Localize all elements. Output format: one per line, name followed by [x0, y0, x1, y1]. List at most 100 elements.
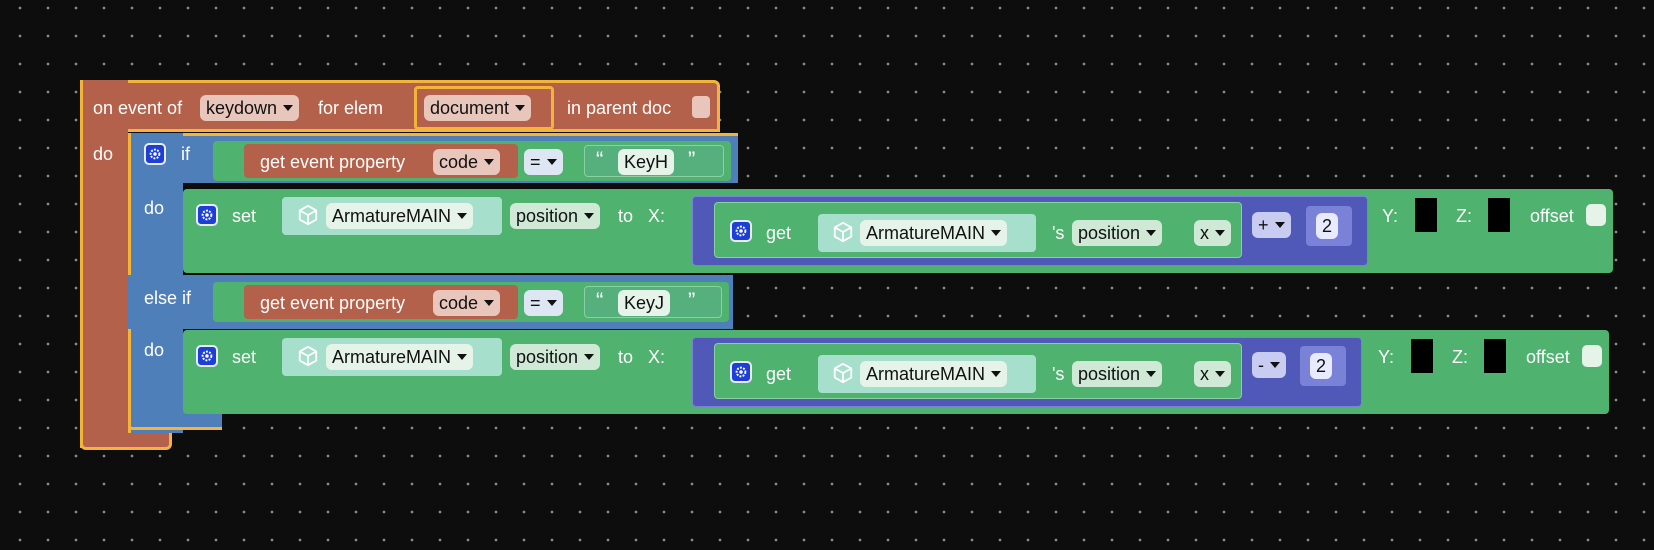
chevron-down-icon — [546, 300, 557, 306]
gear-icon[interactable] — [196, 345, 218, 367]
element-dropdown[interactable]: document — [424, 95, 532, 121]
set2-get-label: get — [766, 364, 792, 384]
close-quote-icon: ” — [688, 288, 696, 313]
in-parent-doc-label: in parent doc — [567, 98, 672, 118]
event-block-body — [80, 80, 128, 448]
close-quote-icon: ” — [688, 147, 696, 172]
cube-icon — [833, 362, 853, 384]
set2-offset-label: offset — [1526, 347, 1570, 367]
condition1-label: get event property — [260, 152, 406, 172]
chevron-down-icon — [283, 105, 294, 111]
chevron-down-icon — [584, 354, 595, 360]
set2-get-object: ArmatureMAIN — [866, 364, 986, 384]
set1-x-label: X: — [648, 206, 666, 226]
chevron-down-icon — [1270, 362, 1280, 368]
gear-icon[interactable] — [144, 143, 166, 165]
condition2-operator: = — [530, 293, 541, 313]
set1-op: + — [1258, 215, 1269, 235]
chevron-down-icon — [991, 230, 1002, 236]
chevron-down-icon — [1215, 230, 1225, 236]
set2-op: - — [1258, 355, 1264, 375]
set1-s-label: 's — [1052, 223, 1065, 243]
set2-attribute-dropdown[interactable]: position — [510, 344, 601, 370]
condition2-label: get event property — [260, 293, 406, 313]
set2-object: ArmatureMAIN — [332, 347, 452, 367]
condition2-operator-dropdown[interactable]: = — [524, 290, 563, 316]
for-elem-label: for elem — [318, 98, 384, 118]
set1-attribute: position — [516, 206, 579, 226]
set1-number: 2 — [1322, 216, 1333, 236]
set1-axis: x — [1200, 223, 1209, 243]
set1-get-attribute-dropdown[interactable]: position — [1072, 220, 1163, 246]
chevron-down-icon — [584, 213, 595, 219]
set2-y-empty-slot[interactable] — [1411, 339, 1433, 373]
set2-z-label: Z: — [1452, 347, 1468, 367]
in-parent-doc-checkbox[interactable] — [692, 96, 710, 118]
gear-icon[interactable] — [196, 204, 218, 226]
set1-get-object-dropdown[interactable]: ArmatureMAIN — [860, 220, 1008, 246]
condition2-property-dropdown[interactable]: code — [433, 290, 501, 316]
else-if-do-label: do — [144, 340, 165, 360]
set1-axis-dropdown[interactable]: x — [1194, 220, 1231, 246]
cube-icon — [298, 204, 318, 226]
condition2-property: code — [439, 293, 479, 313]
gear-icon[interactable] — [730, 220, 752, 242]
set1-get-label: get — [766, 223, 792, 243]
open-quote-icon: “ — [596, 147, 604, 172]
set2-z-empty-slot[interactable] — [1484, 339, 1506, 373]
gear-icon[interactable] — [730, 361, 752, 383]
chevron-down-icon — [1274, 222, 1285, 228]
event-value: keydown — [206, 98, 278, 118]
set2-number: 2 — [1316, 356, 1327, 376]
condition1-text-field[interactable]: KeyH — [618, 149, 675, 175]
condition1-property: code — [439, 152, 479, 172]
set2-set-label: set — [232, 347, 257, 367]
set1-number-field[interactable]: 2 — [1316, 213, 1339, 239]
set2-get-object-dropdown[interactable]: ArmatureMAIN — [860, 361, 1008, 387]
chevron-down-icon — [457, 213, 468, 219]
cube-icon — [833, 221, 853, 243]
set2-s-label: 's — [1052, 364, 1065, 384]
set1-y-empty-slot[interactable] — [1415, 198, 1437, 232]
if-block-foot — [128, 410, 222, 430]
set1-op-dropdown[interactable]: + — [1252, 212, 1291, 238]
set2-number-field[interactable]: 2 — [1310, 353, 1333, 379]
set1-to-label: to — [618, 206, 634, 226]
condition1-operator: = — [530, 152, 541, 172]
set1-object-dropdown[interactable]: ArmatureMAIN — [326, 203, 474, 229]
set2-axis: x — [1200, 364, 1209, 384]
set1-offset-checkbox[interactable] — [1586, 204, 1606, 226]
chevron-down-icon — [457, 354, 468, 360]
condition2-text-field[interactable]: KeyJ — [618, 290, 671, 316]
set2-offset-checkbox[interactable] — [1582, 345, 1602, 367]
chevron-down-icon — [484, 159, 495, 165]
set2-op-dropdown[interactable]: - — [1252, 352, 1286, 378]
condition2-value: KeyJ — [624, 293, 665, 313]
set2-axis-dropdown[interactable]: x — [1194, 361, 1231, 387]
chevron-down-icon — [515, 105, 526, 111]
on-event-of-label: on event of — [93, 98, 183, 118]
set1-offset-label: offset — [1530, 206, 1574, 226]
set2-attribute: position — [516, 347, 579, 367]
chevron-down-icon — [991, 371, 1002, 377]
set2-get-attribute-dropdown[interactable]: position — [1072, 361, 1163, 387]
else-if-label: else if — [144, 288, 192, 308]
element-value: document — [430, 98, 510, 118]
event-do-label: do — [93, 144, 114, 164]
condition1-property-dropdown[interactable]: code — [433, 149, 501, 175]
set1-attribute-dropdown[interactable]: position — [510, 203, 601, 229]
set1-get-object: ArmatureMAIN — [866, 223, 986, 243]
chevron-down-icon — [1146, 230, 1157, 236]
set2-to-label: to — [618, 347, 634, 367]
condition1-value: KeyH — [624, 152, 669, 172]
set1-set-label: set — [232, 206, 257, 226]
chevron-down-icon — [1146, 371, 1157, 377]
chevron-down-icon — [1215, 371, 1225, 377]
set2-object-dropdown[interactable]: ArmatureMAIN — [326, 344, 474, 370]
condition1-operator-dropdown[interactable]: = — [524, 149, 563, 175]
event-dropdown[interactable]: keydown — [200, 95, 300, 121]
set1-z-empty-slot[interactable] — [1488, 198, 1510, 232]
if-label: if — [181, 144, 190, 164]
cube-icon — [298, 345, 318, 367]
event-block[interactable] — [80, 80, 720, 132]
